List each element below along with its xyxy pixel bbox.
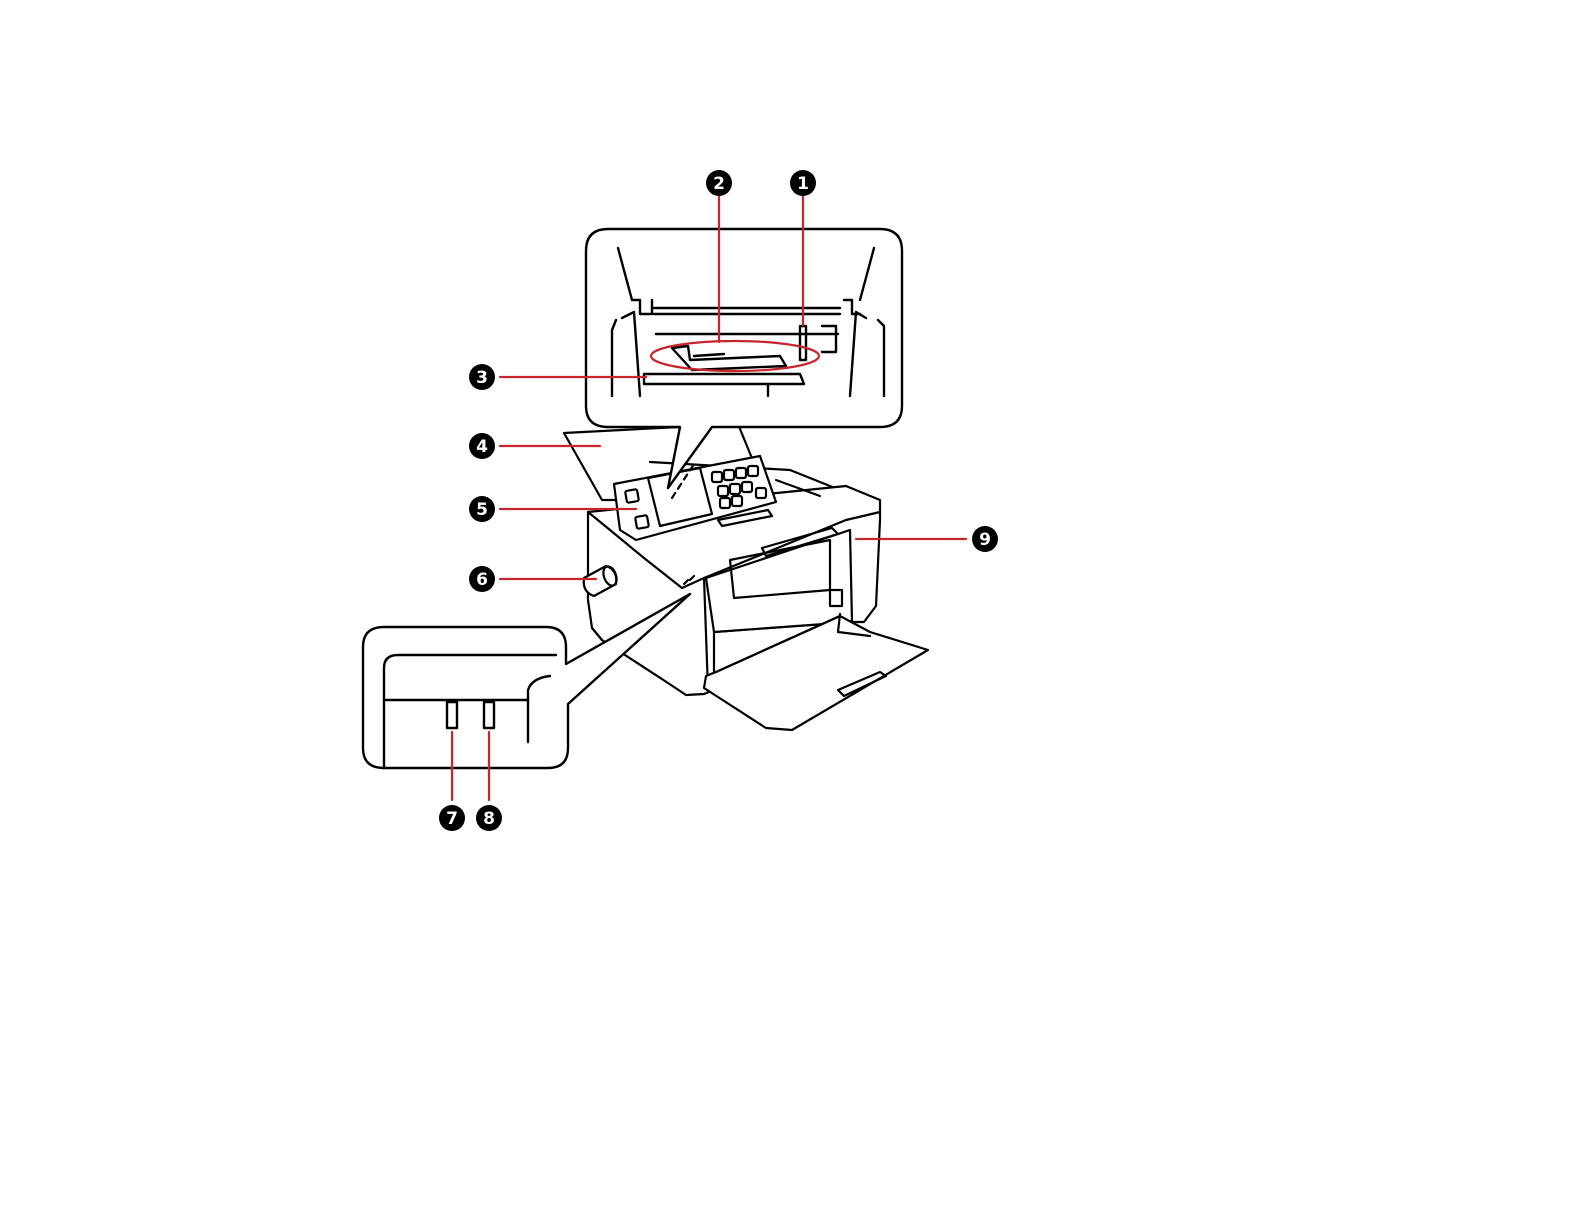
printer-illustration: [564, 424, 928, 730]
callout-4: 4: [469, 433, 495, 459]
callout-5: 5: [469, 496, 495, 522]
callout-9: 9: [972, 526, 998, 552]
callout-2-label: 2: [713, 174, 725, 194]
callout-6-label: 6: [476, 570, 488, 590]
callout-9-label: 9: [979, 530, 991, 550]
callout-4-label: 4: [476, 437, 488, 457]
callout-8: 8: [476, 805, 502, 831]
callout-3: 3: [469, 364, 495, 390]
callout-3-label: 3: [476, 368, 488, 388]
callout-7: 7: [439, 805, 465, 831]
callout-7-label: 7: [446, 809, 458, 829]
callout-6: 6: [469, 566, 495, 592]
callout-8-label: 8: [483, 809, 495, 829]
callout-2: 2: [706, 170, 732, 196]
callout-1: 1: [790, 170, 816, 196]
output-tray: [704, 616, 928, 730]
callout-5-label: 5: [476, 500, 488, 520]
callout-1-label: 1: [797, 174, 809, 194]
